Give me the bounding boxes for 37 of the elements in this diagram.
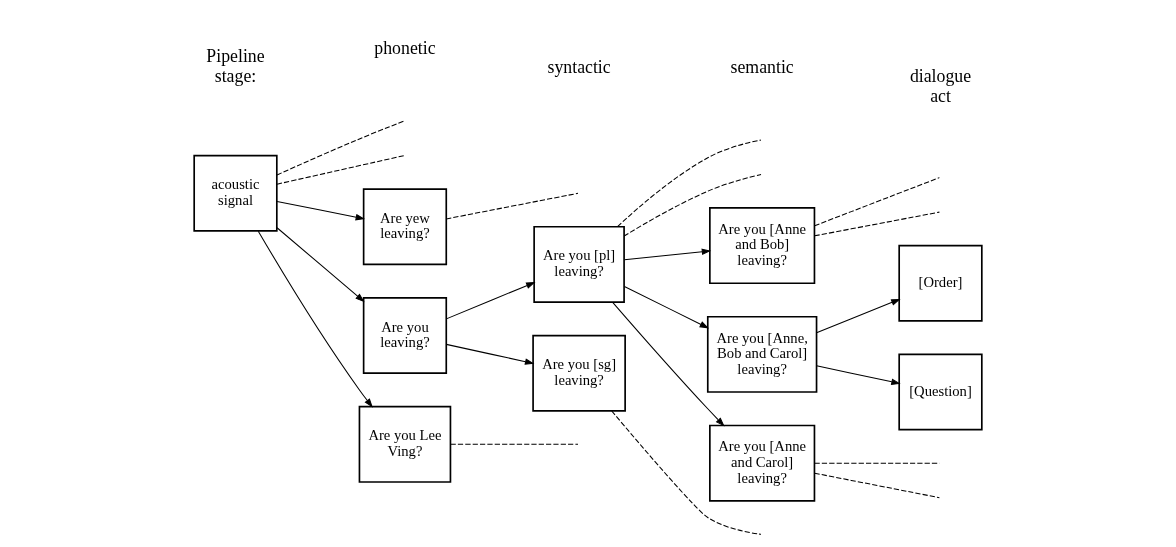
arrow: [257, 230, 373, 408]
connector: [617, 139, 762, 228]
node-box: Are you [Anne and Bob] leaving?: [709, 207, 816, 285]
arrow: [445, 343, 535, 365]
arrow: [612, 301, 725, 427]
connector: [276, 120, 405, 176]
node-box: [Order]: [898, 244, 983, 322]
arrow: [816, 365, 901, 385]
connector: [445, 192, 579, 220]
arrow: [276, 200, 366, 221]
node-box: Are you leaving?: [362, 297, 448, 375]
label: Pipeline stage:: [206, 46, 265, 86]
label: semantic: [730, 57, 794, 78]
label: phonetic: [374, 38, 436, 59]
connector: [450, 443, 579, 445]
arrow: [623, 285, 710, 329]
connector: [276, 155, 405, 185]
label: syntactic: [547, 57, 611, 78]
arrow: [816, 298, 901, 334]
arrow: [623, 248, 712, 261]
connector: [623, 173, 762, 237]
node-box: Are you [sg] leaving?: [532, 334, 626, 412]
node-box: Are you [Anne and Carol] leaving?: [709, 424, 816, 502]
node-box: Are yew leaving?: [362, 188, 448, 266]
arrow: [276, 227, 365, 303]
connector: [814, 472, 940, 499]
node-box: [Question]: [898, 353, 983, 431]
connector: [814, 211, 940, 237]
connector: [611, 410, 762, 535]
node-box: Are you [pl] leaving?: [533, 225, 625, 303]
connector: [814, 462, 940, 464]
label: dialogue act: [909, 66, 972, 106]
node-box: Are you Lee Ving?: [358, 405, 452, 483]
connector: [814, 177, 940, 227]
node-box: Are you [Anne, Bob and Carol] leaving?: [706, 315, 818, 393]
arrow: [445, 282, 536, 320]
node-box: acoustic signal: [193, 154, 278, 232]
